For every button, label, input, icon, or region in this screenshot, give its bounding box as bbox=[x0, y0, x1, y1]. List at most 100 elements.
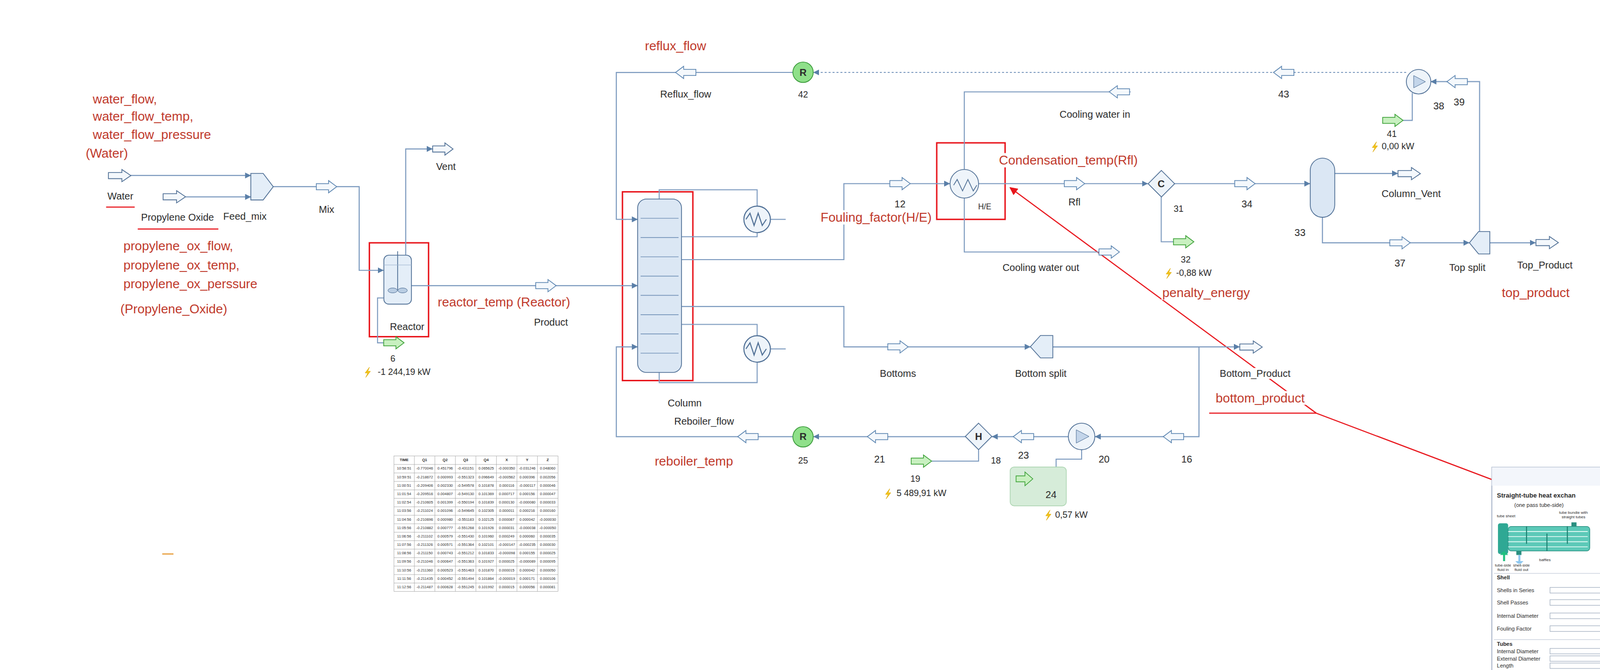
column-condenser-reboiler bbox=[746, 213, 767, 226]
mixer: Feed_mix bbox=[250, 173, 274, 201]
table-cell: 0.000025 bbox=[540, 551, 556, 556]
reactor-shape bbox=[397, 287, 408, 293]
red-underline bbox=[105, 206, 135, 208]
table-cell: -0.551245 bbox=[457, 585, 475, 590]
table-cell: 0.000081 bbox=[540, 585, 556, 590]
heat-exchanger-inset bbox=[1571, 522, 1577, 527]
product-outlet-shape bbox=[1535, 236, 1559, 249]
calculator-diamond: C31 bbox=[1148, 170, 1175, 198]
annotation: Internal Diameter bbox=[1496, 612, 1540, 619]
column-condenser-reboiler bbox=[770, 348, 786, 350]
stream-line bbox=[681, 183, 951, 260]
heater-diamond: H18 bbox=[965, 423, 992, 450]
stream-glyphs bbox=[316, 66, 1468, 521]
heat-exchanger-inset bbox=[1494, 573, 1600, 574]
table-cell: 0.000042 bbox=[519, 517, 535, 522]
stream-label: 37 bbox=[1393, 257, 1407, 269]
stream-arrow bbox=[1389, 236, 1410, 249]
table-cell: -0.211487 bbox=[416, 585, 433, 590]
stream-label: 23 bbox=[1017, 449, 1030, 461]
table-cell: Y bbox=[525, 458, 529, 463]
table-cell: 0.000571 bbox=[437, 543, 453, 547]
utility-line bbox=[377, 91, 1413, 468]
splitter: Top split bbox=[1469, 231, 1490, 255]
annotation: tube bundle with straight tubes bbox=[1552, 510, 1595, 520]
heat-exchanger-inset bbox=[1550, 587, 1600, 669]
annotation: 6 bbox=[389, 354, 397, 365]
table-cell: 0.101960 bbox=[478, 534, 494, 539]
variable-annotation: Condensation_temp(Rfl) bbox=[997, 153, 1139, 168]
utility-line bbox=[1402, 92, 1413, 121]
annotation: 32 bbox=[1179, 255, 1192, 266]
table-cell: 0.000011 bbox=[499, 509, 515, 513]
table-cell: 0.000087 bbox=[499, 517, 515, 522]
stream-line bbox=[1053, 346, 1199, 437]
table-cell: 0.000035 bbox=[540, 534, 556, 539]
reactor-shape bbox=[387, 287, 398, 293]
table-cell: -0.000080 bbox=[518, 500, 536, 505]
distillation-column-shape bbox=[640, 333, 679, 335]
stream-label: 34 bbox=[1240, 198, 1254, 210]
vent-outlet-shape bbox=[432, 142, 453, 156]
table-cell: 0.101369 bbox=[478, 492, 494, 497]
table-cell: -0.211435 bbox=[416, 577, 433, 581]
distillation-column-shape bbox=[640, 352, 679, 354]
feed-inlet: Water bbox=[108, 169, 132, 182]
variable-annotation: (Water) bbox=[84, 145, 130, 161]
table-cell: 0.000628 bbox=[437, 585, 453, 590]
heat-exchanger-inset bbox=[1550, 599, 1600, 606]
stream-label: 16 bbox=[1180, 453, 1193, 465]
annotation: 19 bbox=[909, 474, 921, 485]
utility-line bbox=[964, 198, 1120, 253]
energy-box-shape bbox=[1010, 467, 1067, 507]
column-condenser-reboiler bbox=[681, 232, 757, 237]
table-cell: -0.551323 bbox=[457, 475, 475, 479]
heat-exchanger-inset bbox=[1508, 546, 1589, 548]
variable-annotation: reboiler_temp bbox=[653, 454, 735, 469]
table-cell: -0.000038 bbox=[518, 526, 536, 531]
table-cell: -0.218672 bbox=[416, 475, 434, 479]
table-grid bbox=[455, 456, 456, 592]
energy-bolt bbox=[365, 367, 371, 378]
utility-line bbox=[1055, 449, 1082, 468]
table-cell: 0.048060 bbox=[540, 466, 556, 471]
table-cell: 0.000523 bbox=[437, 568, 453, 573]
feed-inlet-shape bbox=[163, 190, 186, 204]
table-cell: 0.000025 bbox=[499, 559, 515, 564]
table-cell: 0.096649 bbox=[478, 475, 494, 479]
table-cell: 0.004807 bbox=[437, 492, 453, 497]
variable-annotation: (Propylene_Oxide) bbox=[119, 302, 229, 317]
red-underline bbox=[137, 228, 219, 230]
heat-exchanger-inset bbox=[1491, 467, 1600, 486]
annotation: 5 489,91 kW bbox=[895, 488, 948, 499]
table-cell: 11:01:54 bbox=[397, 492, 412, 497]
table-cell: 11:07:56 bbox=[397, 543, 412, 547]
annotation: -0,88 kW bbox=[1175, 268, 1213, 279]
table-cell: 0.000106 bbox=[540, 577, 556, 581]
energy-box-shape bbox=[1016, 472, 1033, 486]
stream-arrow bbox=[1446, 75, 1467, 88]
node-label: Bottom_Product bbox=[1218, 368, 1292, 379]
table-cell: 11:08:56 bbox=[397, 551, 412, 556]
heat-exchanger: H/E bbox=[950, 169, 979, 199]
red-underline bbox=[1316, 413, 1492, 480]
distillation-column-shape bbox=[640, 295, 679, 296]
table-cell: 0.101839 bbox=[478, 500, 494, 505]
utility-line bbox=[931, 449, 979, 462]
energy-bolt bbox=[1372, 141, 1378, 153]
stream-arrow bbox=[911, 455, 932, 468]
stream-arrow bbox=[675, 66, 696, 79]
pump-shape bbox=[1406, 69, 1431, 95]
table-grid bbox=[516, 456, 518, 592]
pump-shape bbox=[1406, 69, 1431, 95]
feed-inlet-shape bbox=[108, 169, 132, 182]
table-cell: -0.000019 bbox=[498, 577, 515, 581]
calculator-diamond-shape bbox=[1148, 170, 1175, 198]
heat-exchanger-inset bbox=[1508, 531, 1589, 533]
table-cell: -0.211326 bbox=[416, 543, 433, 547]
distillation-column-shape bbox=[640, 256, 679, 257]
annotation: Shells in Series bbox=[1496, 587, 1536, 594]
table-cell: X bbox=[505, 458, 509, 463]
stream-arrow bbox=[535, 279, 556, 292]
table-cell: 11:09:56 bbox=[397, 559, 412, 564]
